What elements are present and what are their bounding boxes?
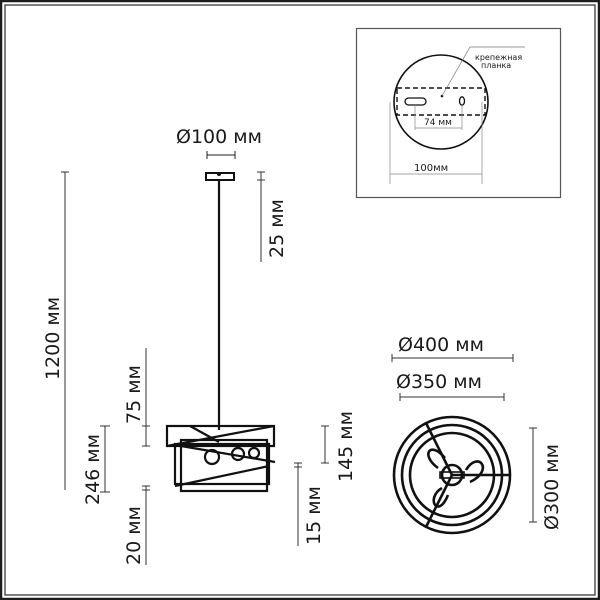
mounting-bracket-inset: крепежная планка 74 мм 100мм xyxy=(355,27,562,199)
top-view: Ø400 мм Ø350 мм Ø300 мм xyxy=(391,334,563,535)
side-view: Ø100 мм 25 мм 1200 мм 75 мм 246 мм 20 м xyxy=(42,126,357,565)
slot-hole-icon xyxy=(404,97,427,106)
canopy-outline xyxy=(393,54,489,150)
lamp-body-side xyxy=(165,424,276,493)
hole-spacing-label: 74 мм xyxy=(424,118,452,128)
total-height-label: 1200 мм xyxy=(42,297,64,380)
bracket-label-line2: планка xyxy=(481,61,511,70)
canopy-height-label: 25 мм xyxy=(266,199,288,258)
upper-offset-label: 75 мм xyxy=(123,365,145,424)
body-height-label: 246 мм xyxy=(82,434,104,505)
shade-height-label: 145 мм xyxy=(335,411,357,482)
canopy-width-label: 100мм xyxy=(414,163,448,174)
bracket-label-line1: крепежная xyxy=(475,53,522,62)
outer-diameter-label: Ø400 мм xyxy=(398,334,484,356)
round-hole-icon xyxy=(458,96,466,106)
canopy-diameter-label: Ø100 мм xyxy=(176,126,262,148)
lamp-top-view xyxy=(392,415,512,535)
lower-offset-label: 15 мм xyxy=(303,486,325,545)
inner-diameter-label: Ø300 мм xyxy=(541,444,563,530)
middle-diameter-label: Ø350 мм xyxy=(396,371,482,393)
bottom-offset-label: 20 мм xyxy=(123,506,145,565)
bracket-outline xyxy=(396,87,486,116)
